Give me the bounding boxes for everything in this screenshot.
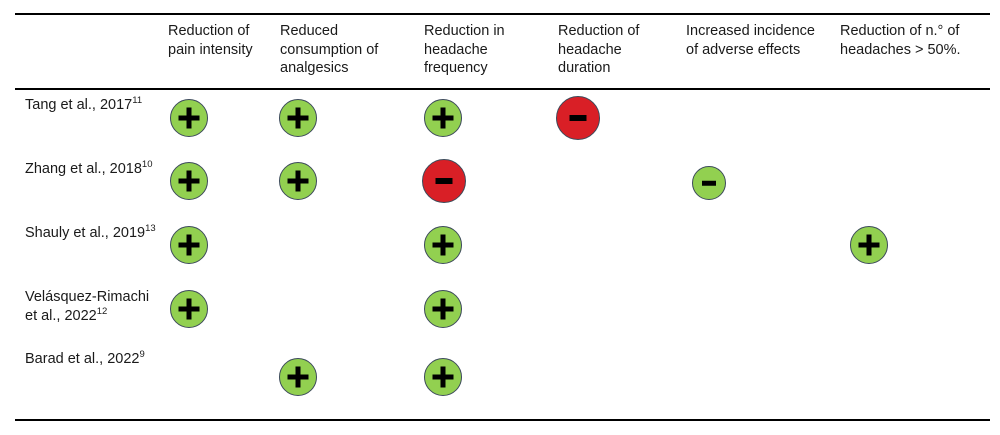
plus-icon — [280, 163, 316, 199]
cell-marker-positive — [170, 290, 208, 328]
cell-marker-positive — [279, 358, 317, 396]
row-label-velasquez-rimachi-2022: Velásquez-Rimachi et al., 202212 — [25, 288, 165, 326]
cell-marker-adverse — [692, 166, 726, 200]
row-label-tang-2017: Tang et al., 201711 — [25, 96, 165, 115]
row-study-name: Barad et al., 2022 — [25, 351, 140, 367]
plus-icon — [171, 227, 207, 263]
plus-icon — [171, 163, 207, 199]
row-reference-superscript: 9 — [139, 349, 145, 361]
row-label-barad-2022: Barad et al., 20229 — [25, 350, 165, 369]
minus-icon — [693, 167, 725, 199]
plus-icon — [425, 291, 461, 327]
column-header-headache-frequency: Reduction in headache frequency — [424, 23, 505, 76]
table-row: Zhang et al., 201810 — [0, 157, 1000, 220]
cell-marker-positive — [170, 162, 208, 200]
column-header-headache-duration: Reduction of headache duration — [558, 23, 640, 76]
plus-icon — [425, 227, 461, 263]
table-header-rule — [15, 88, 990, 90]
table-row: Barad et al., 20229 — [0, 348, 1000, 404]
row-study-name: Tang et al., 2017 — [25, 97, 133, 113]
plus-icon — [280, 359, 316, 395]
row-label-zhang-2018: Zhang et al., 201810 — [25, 160, 165, 179]
plus-icon — [171, 291, 207, 327]
plus-icon — [171, 100, 207, 136]
column-header-headaches-50: Reduction of n.° of headaches > 50%. — [840, 23, 961, 58]
table-bottom-rule — [15, 419, 990, 421]
cell-marker-positive — [170, 226, 208, 264]
row-study-name: Zhang et al., 2018 — [25, 161, 142, 177]
row-reference-superscript: 10 — [141, 159, 153, 171]
table-row: Tang et al., 201711 — [0, 93, 1000, 157]
column-header-analgesics: Reduced consumption of analgesics — [280, 23, 379, 76]
row-reference-superscript: 13 — [145, 223, 156, 235]
cell-marker-positive — [170, 99, 208, 137]
plus-icon — [425, 100, 461, 136]
table-header-row: Reduction of pain intensity Reduced cons… — [0, 22, 1000, 84]
minus-icon — [423, 160, 465, 202]
cell-marker-negative — [556, 96, 600, 140]
plus-icon — [280, 100, 316, 136]
column-header-pain-intensity: Reduction of pain intensity — [168, 23, 253, 58]
cell-marker-positive — [279, 162, 317, 200]
minus-icon — [557, 97, 599, 139]
row-reference-superscript: 12 — [96, 306, 108, 318]
cell-marker-positive — [424, 290, 462, 328]
cell-marker-positive — [279, 99, 317, 137]
row-reference-superscript: 11 — [132, 95, 143, 107]
row-study-name: Velásquez-Rimachi et al., 2022 — [25, 289, 150, 324]
table-row: Shauly et al., 201913 — [0, 221, 1000, 283]
table-row: Velásquez-Rimachi et al., 202212 — [0, 286, 1000, 350]
cell-marker-positive — [424, 226, 462, 264]
column-header-adverse-effects: Increased incidence of adverse effects — [686, 23, 815, 58]
plus-icon — [425, 359, 461, 395]
row-study-name: Shauly et al., 2019 — [25, 225, 146, 241]
cell-marker-negative — [422, 159, 466, 203]
row-label-shauly-2019: Shauly et al., 201913 — [25, 224, 165, 243]
cell-marker-positive — [424, 358, 462, 396]
cell-marker-positive — [424, 99, 462, 137]
table-top-rule — [15, 13, 990, 15]
cell-marker-positive — [850, 226, 888, 264]
plus-icon — [851, 227, 887, 263]
